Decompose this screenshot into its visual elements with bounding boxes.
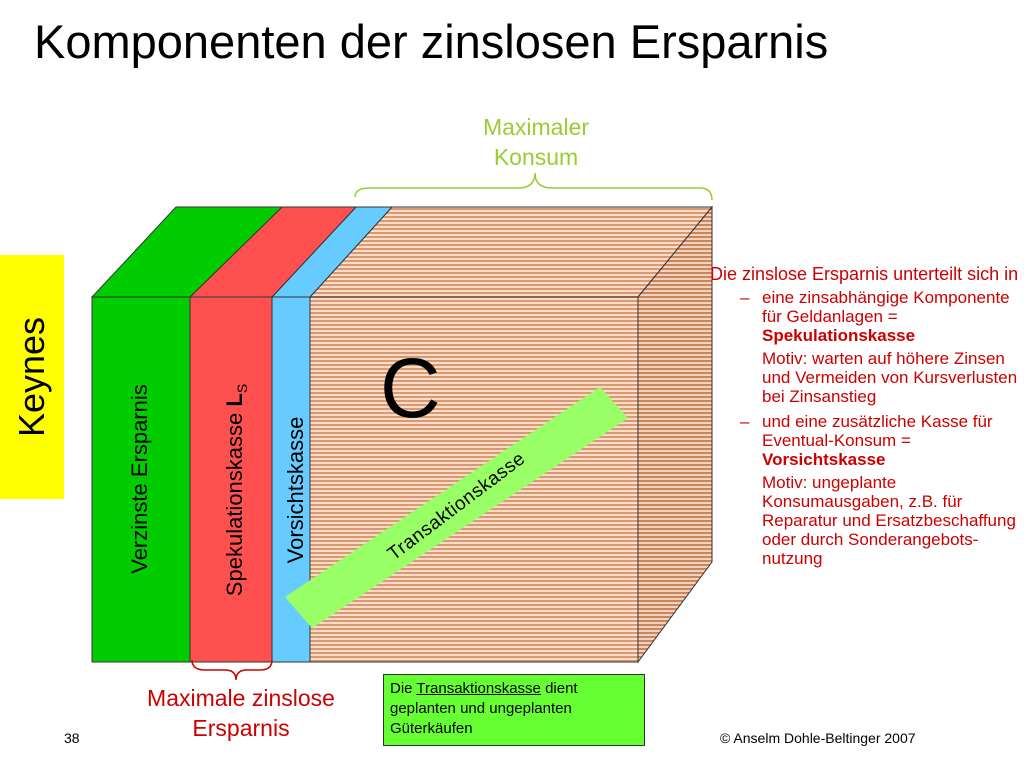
keynes-box (0, 255, 64, 499)
verzinste-label: Verzinste Ersparnis (127, 384, 152, 574)
max-konsum-line1: Maximaler (482, 114, 590, 140)
page-number: 38 (64, 730, 80, 746)
note-pre: Die (390, 680, 417, 697)
item1-bold: Spekulationskasse (762, 326, 916, 345)
note-post: dient geplanten und ungeplanten Güterkäu… (390, 680, 578, 737)
verzinste-front-face (91, 296, 191, 663)
spekulation-front-face (189, 296, 273, 663)
bottom-brace (191, 659, 273, 681)
transaktion-bar (285, 387, 628, 628)
explanation-panel: Die zinslose Ersparnis unterteilt sich i… (710, 264, 1020, 574)
max-zinslos-label: Maximale zinslose Ersparnis (110, 683, 372, 743)
max-konsum-label: Maximaler Konsum (458, 112, 614, 172)
transaktion-note: Die Transaktionskasse dient geplanten un… (383, 674, 645, 746)
item2-bold: Vorsichtskasse (762, 450, 886, 469)
dash-bullet: – (740, 412, 750, 431)
explanation-intro: Die zinslose Ersparnis unterteilt sich i… (710, 264, 1019, 284)
max-zinslos-line1: Maximale zinslose (147, 685, 335, 711)
item2-motiv: Motiv: ungeplante Konsumausgaben, z.B. f… (762, 473, 1016, 568)
page-title: Komponenten der zinslosen Ersparnis (34, 15, 829, 68)
copyright: © Anselm Dohle-Beltinger 2007 (720, 730, 916, 746)
consumption-letter: C (380, 341, 441, 435)
spekulation-text: Spekulationskasse (221, 412, 247, 597)
item2-text: und eine zusätzliche Kasse für Eventual-… (762, 412, 993, 450)
explanation-item-1: – eine zinsabhängige Komponente für Geld… (710, 288, 1020, 345)
max-zinslos-line2: Ersparnis (192, 715, 290, 741)
max-konsum-line2: Konsum (493, 144, 579, 170)
top-brace (354, 172, 713, 201)
explanation-item-2: – und eine zusätzliche Kasse für Eventua… (710, 412, 1020, 469)
spekulation-symbol: L (221, 393, 247, 407)
dash-bullet: – (740, 288, 750, 307)
item1-text: eine zinsabhängige Komponente für Geldan… (762, 288, 1010, 326)
spekulation-label: Spekulationskasse LS (222, 384, 250, 596)
note-underlined: Transaktionskasse (416, 680, 541, 697)
spekulation-subscript: S (234, 383, 251, 394)
item1-motiv: Motiv: warten auf höhere Zinsen und Verm… (762, 349, 1018, 406)
vorsicht-label: Vorsichtskasse (283, 416, 308, 564)
